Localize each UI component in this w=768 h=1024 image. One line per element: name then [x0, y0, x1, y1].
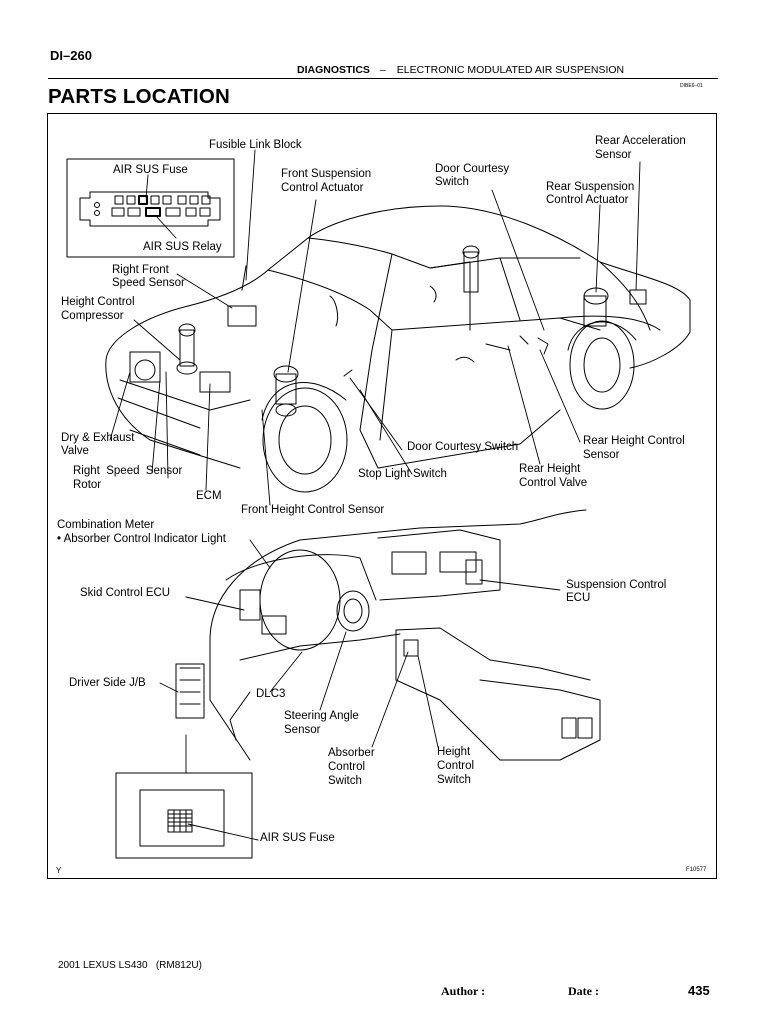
label-combination-meter-line2: • Absorber Control Indicator Light — [57, 533, 226, 545]
label-rear-acceleration-sensor-line1: Rear Acceleration — [595, 135, 686, 147]
label-front-suspension-actuator-line1: Front Suspension — [281, 168, 372, 180]
label-front-suspension-actuator-line2: Control Actuator — [281, 182, 364, 194]
label-driver-side-jb: Driver Side J/B — [69, 677, 146, 689]
label-rear-acceleration-sensor-line2: Sensor — [595, 149, 632, 161]
label-height-control-switch-line3: Switch — [437, 774, 471, 786]
label-right-speed-sensor-rotor-line2: Rotor — [73, 479, 102, 491]
label-rear-height-control-valve-line2: Control Valve — [519, 477, 588, 489]
label-ecm: ECM — [196, 490, 222, 502]
document-code: DIBE6–01 — [680, 83, 703, 89]
label-front-height-control-sensor: Front Height Control Sensor — [241, 504, 385, 516]
label-dlc3: DLC3 — [256, 688, 286, 700]
label-door-courtesy-switch-top-line1: Door Courtesy — [435, 163, 510, 175]
label-right-front-speed-sensor-line1: Right Front — [112, 264, 169, 276]
label-door-courtesy-switch-top-line2: Switch — [435, 176, 469, 188]
label-right-speed-sensor-rotor-line1: Right Speed Sensor — [73, 465, 183, 477]
footer-date-label: Date : — [568, 984, 599, 998]
label-fusible-link-block: Fusible Link Block — [209, 139, 302, 151]
label-height-control-switch-line2: Control — [437, 760, 475, 772]
car-outline — [105, 205, 691, 493]
label-air-sus-fuse-bottom: AIR SUS Fuse — [260, 832, 335, 844]
label-air-sus-fuse-top: AIR SUS Fuse — [113, 164, 188, 176]
footer-author-label: Author : — [441, 984, 486, 998]
section-subtitle: ELECTRONIC MODULATED AIR SUSPENSION — [396, 64, 625, 76]
label-door-courtesy-switch-mid: Door Courtesy Switch — [407, 441, 519, 453]
label-height-control-compressor-line2: Compressor — [61, 310, 124, 322]
leader-lines — [109, 149, 641, 841]
page-code: DI–260 — [50, 48, 92, 63]
figure-code: F10577 — [686, 867, 707, 873]
label-combination-meter-line1: Combination Meter — [57, 519, 155, 531]
label-right-front-speed-sensor-line2: Speed Sensor — [112, 277, 185, 289]
label-rear-height-control-valve-line1: Rear Height — [519, 463, 581, 475]
figure-corner-mark: Y — [56, 866, 62, 875]
section-title: DIAGNOSTICS — [297, 64, 370, 76]
label-absorber-control-switch-line2: Control — [328, 761, 366, 773]
label-dry-exhaust-valve-line2: Valve — [61, 445, 89, 457]
page-title: PARTS LOCATION — [48, 85, 230, 108]
label-absorber-control-switch-line3: Switch — [328, 775, 362, 787]
label-rear-suspension-actuator-line2: Control Actuator — [546, 194, 629, 206]
label-steering-angle-sensor-line2: Sensor — [284, 724, 321, 736]
label-absorber-control-switch-line1: Absorber — [328, 747, 375, 759]
dashboard-outline — [175, 509, 601, 761]
label-rear-height-control-sensor-line2: Sensor — [583, 449, 620, 461]
footer-model: 2001 LEXUS LS430 (RM812U) — [58, 960, 202, 971]
label-dry-exhaust-valve-line1: Dry & Exhaust — [61, 432, 135, 444]
section-heading: DIAGNOSTICS–ELECTRONIC MODULATED AIR SUS… — [297, 64, 624, 76]
junction-block-inset — [115, 772, 253, 859]
footer-page-number: 435 — [688, 983, 710, 998]
label-air-sus-relay: AIR SUS Relay — [143, 241, 222, 253]
label-rear-suspension-actuator-line1: Rear Suspension — [546, 181, 635, 193]
label-stop-light-switch: Stop Light Switch — [358, 468, 447, 480]
relay-box-inset — [66, 158, 235, 258]
label-height-control-switch-line1: Height — [437, 746, 471, 758]
label-suspension-control-ecu-line2: ECU — [566, 592, 591, 604]
label-suspension-control-ecu-line1: Suspension Control — [566, 579, 667, 591]
label-height-control-compressor-line1: Height Control — [61, 296, 135, 308]
header-rule — [48, 78, 718, 79]
label-rear-height-control-sensor-line1: Rear Height Control — [583, 435, 685, 447]
section-dash: – — [379, 64, 386, 76]
figure-frame — [47, 113, 717, 879]
label-steering-angle-sensor-line1: Steering Angle — [284, 710, 359, 722]
label-skid-control-ecu: Skid Control ECU — [80, 587, 171, 599]
engine-components — [129, 245, 647, 417]
